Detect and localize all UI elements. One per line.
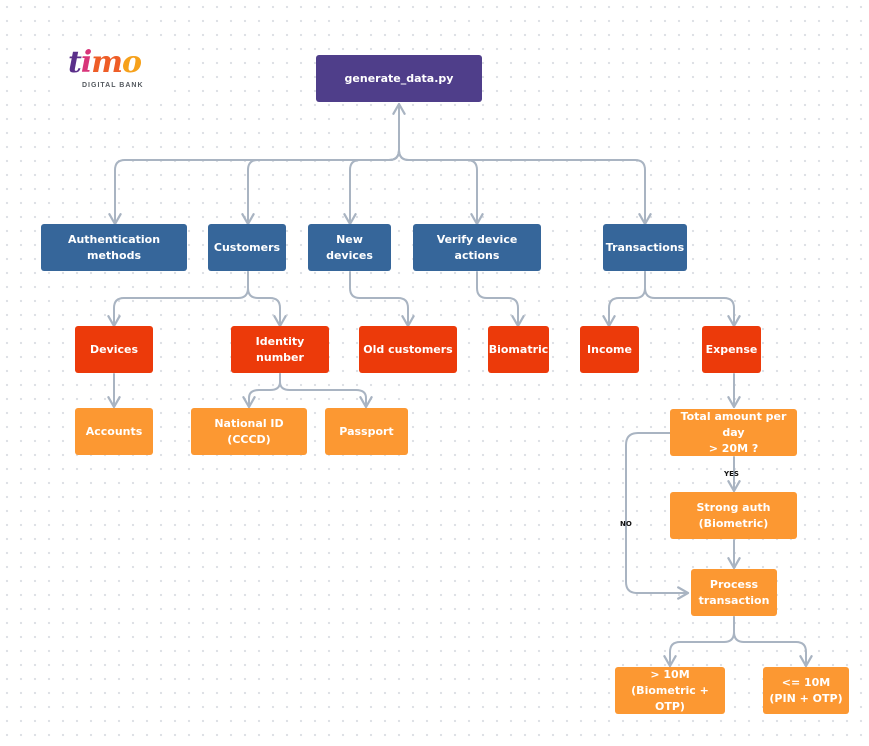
- node-under-10m: <= 10M (PIN + OTP): [763, 667, 849, 714]
- node-devices: Devices: [75, 326, 153, 373]
- edge-newdevices-old: [349, 271, 415, 328]
- node-customers: Customers: [208, 224, 286, 271]
- edge-root-trunk: [388, 102, 406, 161]
- node-national-id: National ID (CCCD): [191, 408, 307, 455]
- node-over-10m: > 10M (Biometric + OTP): [615, 667, 725, 714]
- edge-verify-biomatric: [476, 271, 525, 328]
- node-accounts: Accounts: [75, 408, 153, 455]
- edge-root-transactions: [398, 149, 652, 226]
- node-expense: Expense: [702, 326, 761, 373]
- node-income: Income: [580, 326, 639, 373]
- root-node: generate_data.py: [316, 55, 482, 102]
- edge-total-process-no: [625, 432, 690, 600]
- node-total-amount-decision: Total amount per day > 20M ?: [670, 409, 797, 456]
- edge-process-under10m: [733, 616, 813, 668]
- timo-logo: timo DIGITAL BANK: [60, 42, 166, 102]
- node-verify-device-actions: Verify device actions: [413, 224, 541, 271]
- edge-identity-passport: [279, 373, 373, 409]
- edge-root-verify: [398, 149, 484, 226]
- edge-customers-identity: [247, 271, 287, 328]
- node-transactions: Transactions: [603, 224, 687, 271]
- node-old-customers: Old customers: [359, 326, 457, 373]
- node-biomatric: Biomatric: [488, 326, 549, 373]
- node-passport: Passport: [325, 408, 408, 455]
- edge-transactions-expense: [644, 271, 741, 328]
- edge-process-over10m: [663, 616, 735, 668]
- node-authentication-methods: Authentication methods: [41, 224, 187, 271]
- edge-root-new-devices: [343, 149, 400, 226]
- logo-tagline: DIGITAL BANK: [82, 82, 144, 89]
- edge-root-customers: [241, 149, 400, 226]
- edge-identity-nationalid: [242, 373, 281, 409]
- logo-wordmark: timo: [68, 45, 142, 80]
- node-process-transaction: Process transaction: [691, 569, 777, 616]
- edge-customers-devices: [107, 271, 249, 328]
- edge-label-yes: YES: [724, 470, 739, 478]
- node-strong-auth: Strong auth (Biometric): [670, 492, 797, 539]
- edge-transactions-income: [602, 271, 646, 328]
- edge-label-no: NO: [620, 520, 632, 528]
- node-identity-number: Identity number: [231, 326, 329, 373]
- node-new-devices: New devices: [308, 224, 391, 271]
